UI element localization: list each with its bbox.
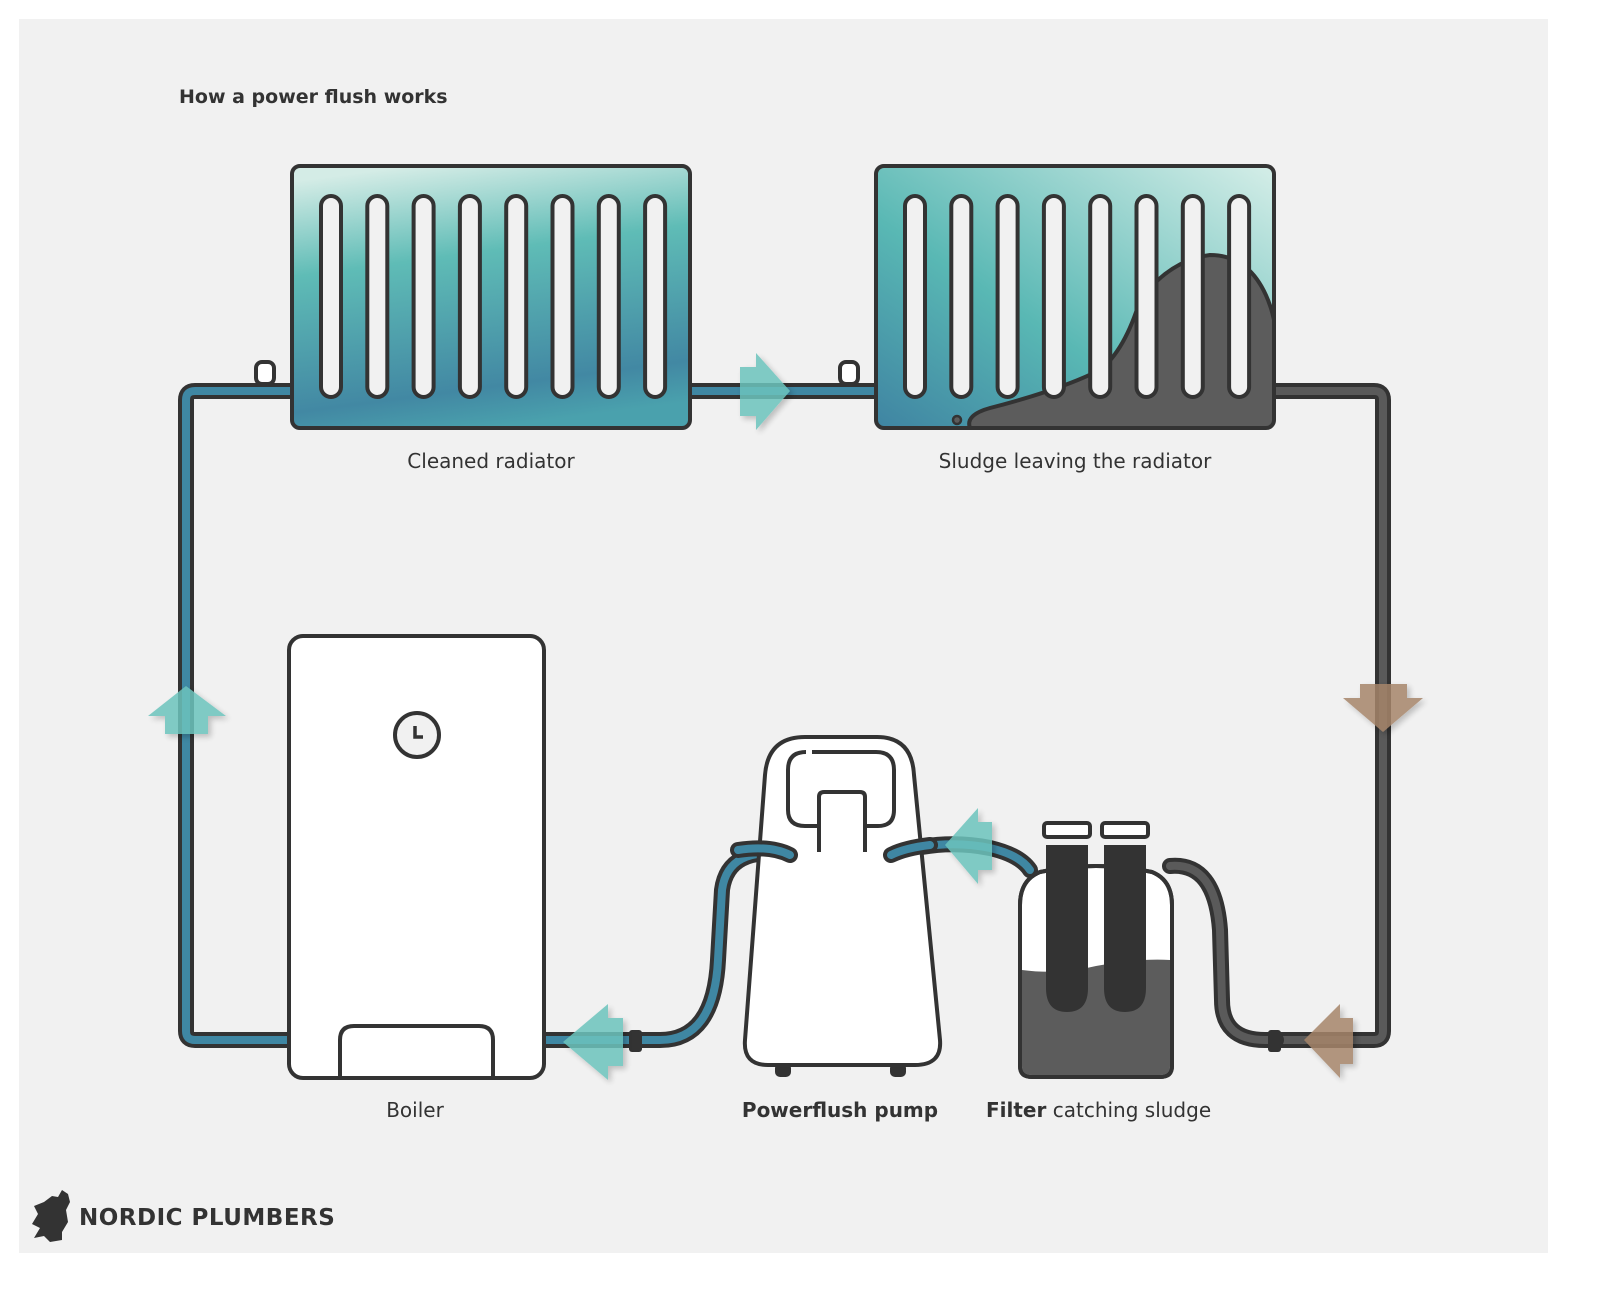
sludge-radiator — [838, 164, 1276, 430]
radiator-fin — [1088, 194, 1113, 399]
radiator-fin — [643, 194, 668, 399]
flow-arrow-right-icon — [740, 353, 790, 430]
radiator-fin — [457, 194, 482, 399]
filter-cartridge — [1042, 821, 1092, 1012]
bleed-valve — [838, 360, 860, 386]
hose-connector — [629, 1030, 642, 1052]
radiator-fin — [550, 194, 575, 399]
radiator-fins — [319, 194, 668, 399]
radiator-fin — [1041, 194, 1066, 399]
radiator-fin — [504, 194, 529, 399]
boiler — [287, 634, 546, 1080]
pump-wheel — [890, 1063, 906, 1077]
radiator-fin — [319, 194, 343, 399]
cleaned-radiator — [254, 164, 692, 430]
boiler-label: Boiler — [386, 1098, 444, 1122]
radiator-fin — [411, 194, 436, 399]
radiator-fin — [1180, 194, 1205, 399]
radiator-fin — [903, 194, 927, 399]
diagram-title: How a power flush works — [179, 86, 448, 108]
radiator-fin — [1134, 194, 1159, 399]
hose-connector — [1268, 1030, 1281, 1052]
filter-label: Filter catching sludge — [986, 1098, 1211, 1122]
cleaned-radiator-label: Cleaned radiator — [407, 449, 575, 473]
radiator-fin — [596, 194, 621, 399]
sludge-filter — [1018, 821, 1174, 1079]
radiator-fin — [995, 194, 1020, 399]
brand-name: NORDIC PLUMBERS — [79, 1205, 335, 1231]
diagram-panel: How a power flush works — [19, 19, 1548, 1253]
flow-arrow-left-icon — [563, 1004, 623, 1080]
flow-arrow-left-icon — [945, 808, 992, 884]
filter-cartridge — [1100, 821, 1150, 1012]
brand-logo: NORDIC PLUMBERS — [32, 1190, 335, 1242]
pump-handle — [812, 750, 896, 828]
powerflush-pump — [742, 735, 943, 1077]
bleed-valve — [254, 360, 276, 386]
boiler-panel — [338, 1024, 495, 1078]
flow-arrow-down-icon — [1343, 684, 1423, 732]
radiator-fin — [1227, 194, 1252, 399]
power-flush-diagram: How a power flush works — [32, 86, 1423, 1242]
wolf-icon — [32, 1190, 70, 1242]
pump-label: Powerflush pump — [742, 1098, 938, 1122]
sludge-pipe-loop — [1162, 383, 1391, 1052]
flow-arrow-left-icon — [1304, 1004, 1353, 1078]
flow-arrow-up-icon — [148, 686, 226, 734]
radiator-fin — [365, 194, 390, 399]
pump-wheel — [775, 1063, 791, 1077]
radiator-fin — [949, 194, 974, 399]
clock-icon — [393, 711, 441, 759]
radiator-fins — [903, 194, 1252, 399]
sludge-level — [1022, 959, 1170, 1075]
sludge-radiator-label: Sludge leaving the radiator — [939, 449, 1212, 473]
